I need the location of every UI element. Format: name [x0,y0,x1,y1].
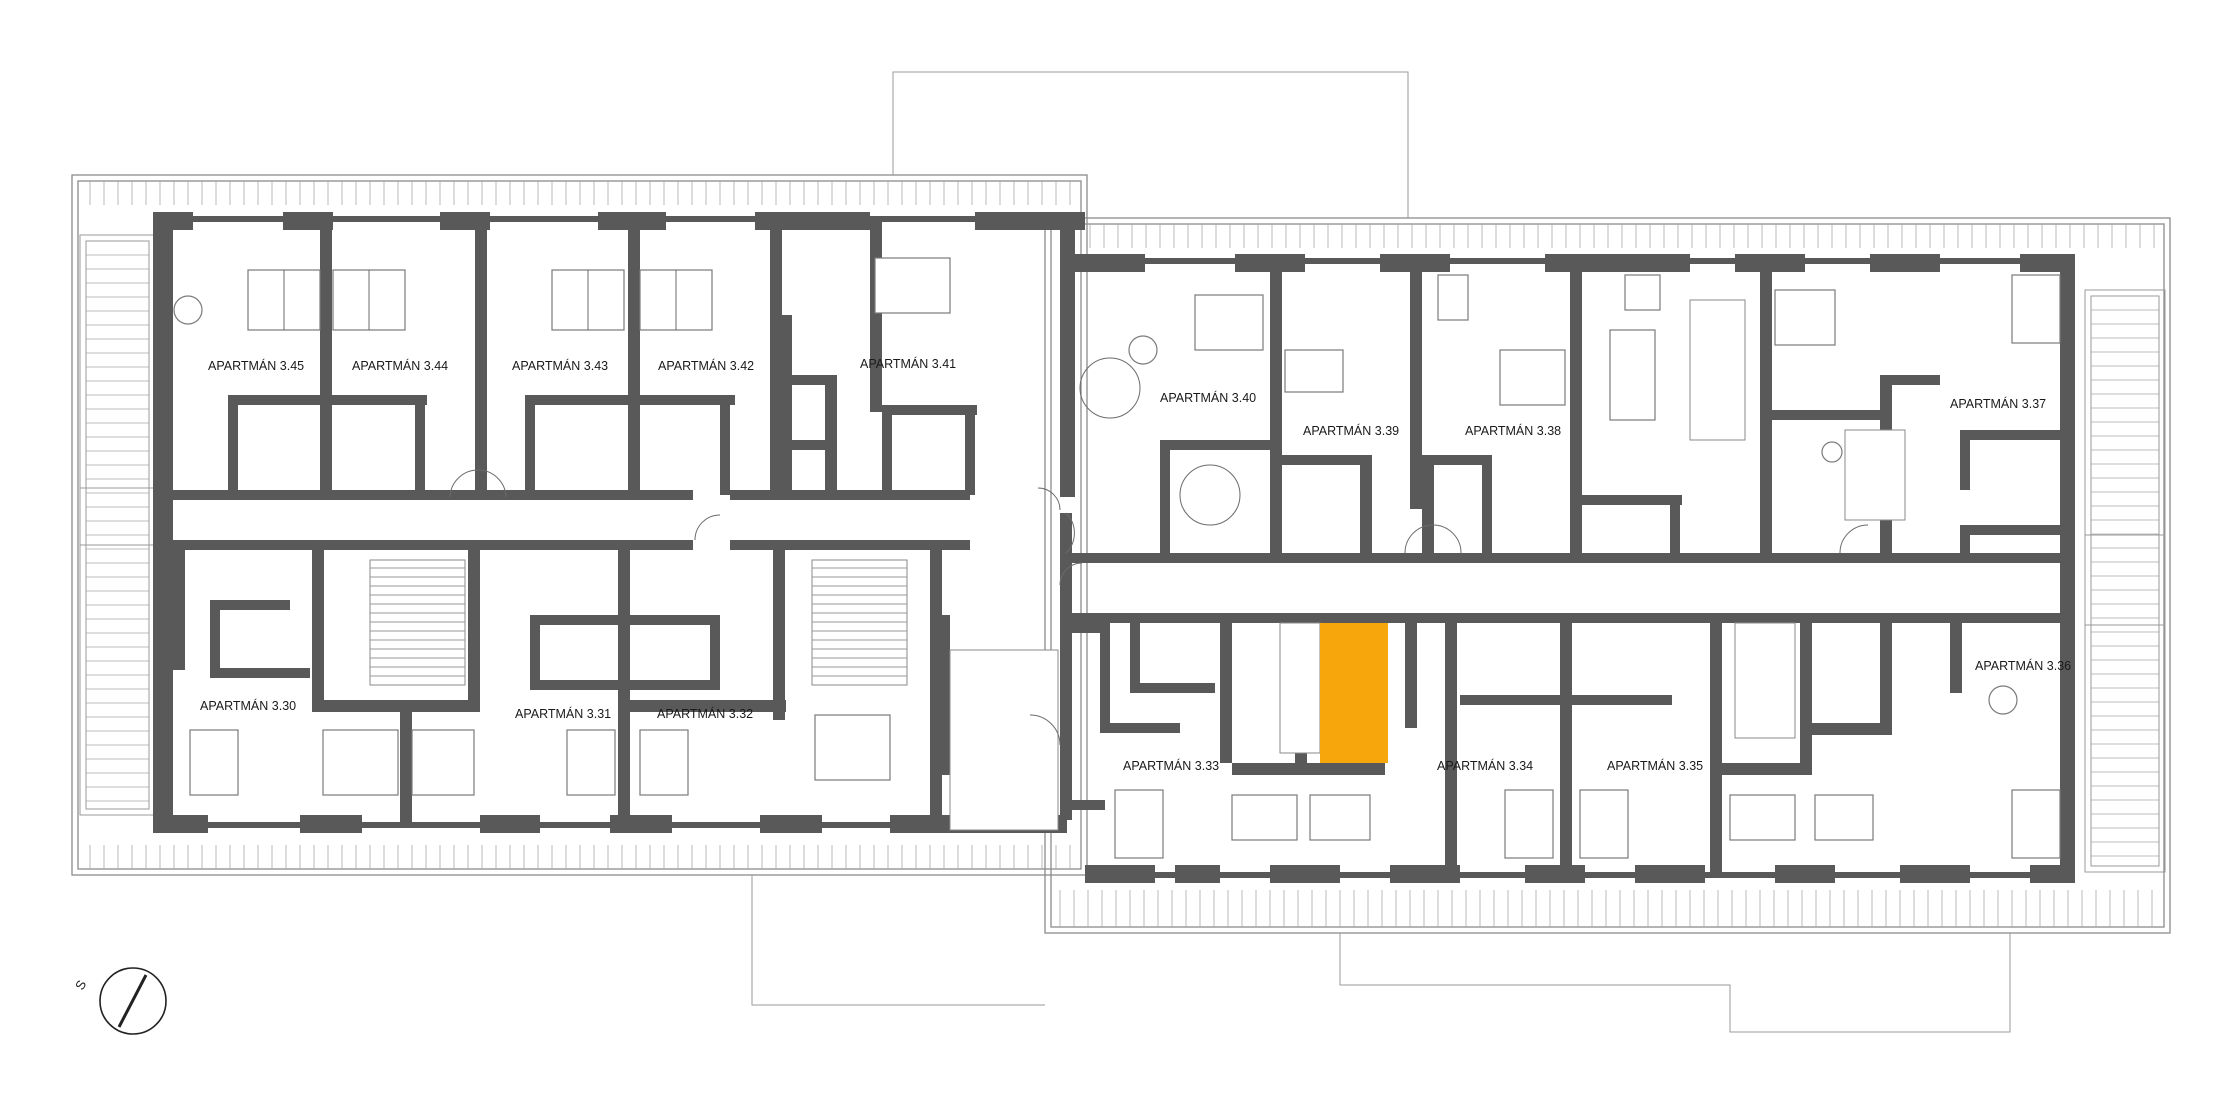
roof-hatching [86,181,2159,927]
compass-needle [117,974,148,1028]
doors [449,469,1869,746]
apartment-label-3-30: APARTMÁN 3.30 [200,698,296,713]
north-arrow-compass: S [72,967,167,1035]
apartment-label-3-33: APARTMÁN 3.33 [1123,758,1219,773]
apartment-label-3-41: APARTMÁN 3.41 [860,356,956,371]
east-terrace [2084,289,2166,873]
compass-ring [99,967,167,1035]
walls-east-wing [1060,254,2075,883]
apartment-label-3-45: APARTMÁN 3.45 [208,358,304,373]
apartment-labels: APARTMÁN 3.45 APARTMÁN 3.44 APARTMÁN 3.4… [200,356,2071,773]
apartment-label-3-31: APARTMÁN 3.31 [515,706,611,721]
apartment-label-3-39: APARTMÁN 3.39 [1303,423,1399,438]
apartment-label-3-34: APARTMÁN 3.34 [1437,758,1533,773]
apartment-label-3-44: APARTMÁN 3.44 [352,358,448,373]
walls-west-wing [153,212,1085,833]
apartment-label-3-35: APARTMÁN 3.35 [1607,758,1703,773]
apartment-label-3-32: APARTMÁN 3.32 [657,706,753,721]
apartment-label-3-43: APARTMÁN 3.43 [512,358,608,373]
apartment-label-3-36: APARTMÁN 3.36 [1975,658,2071,673]
compass-south-label: S [72,977,89,992]
highlighted-stair [1320,623,1388,763]
staircases [369,299,1906,831]
apartment-label-3-38: APARTMÁN 3.38 [1465,423,1561,438]
apartment-label-3-42: APARTMÁN 3.42 [658,358,754,373]
west-terrace [79,234,156,816]
furniture [173,257,2061,859]
apartment-label-3-37: APARTMÁN 3.37 [1950,396,2046,411]
apartment-label-3-40: APARTMÁN 3.40 [1160,390,1256,405]
roof-outline [71,71,2171,1033]
